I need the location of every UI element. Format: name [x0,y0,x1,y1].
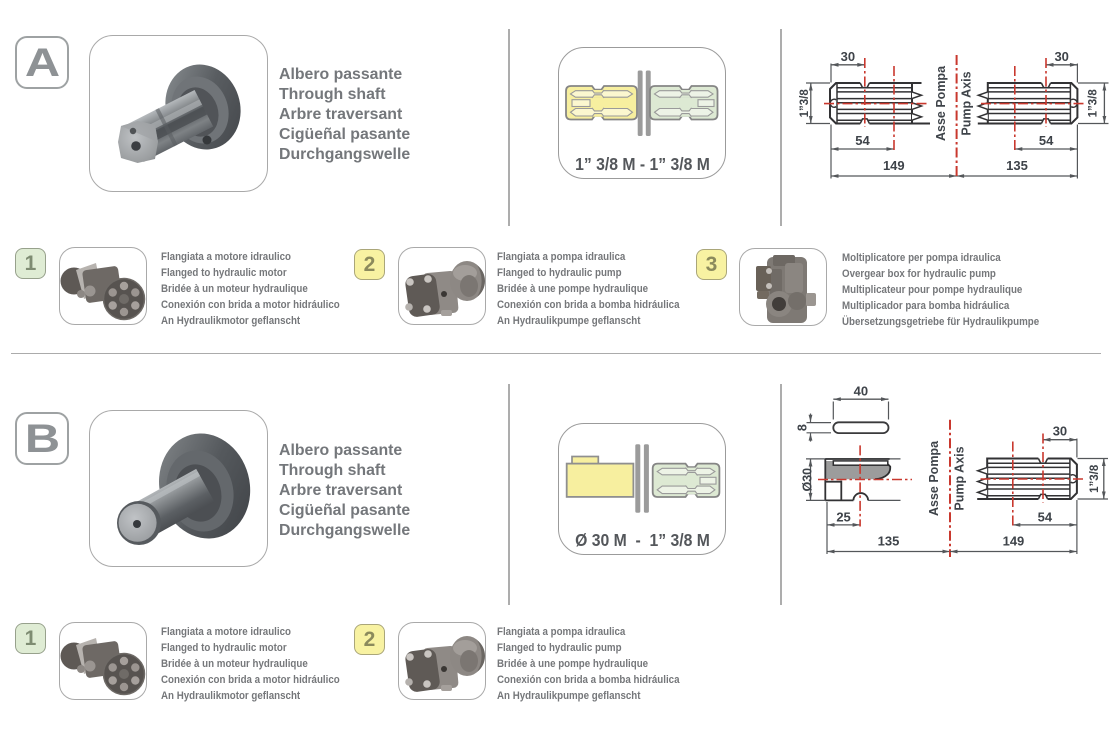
svg-text:40: 40 [854,384,868,399]
svg-text:8: 8 [796,424,810,431]
svg-text:1”3/8: 1”3/8 [1089,464,1101,493]
svg-text:1”3/8: 1”3/8 [799,89,811,118]
svg-text:149: 149 [1003,534,1025,549]
svg-text:Pump Axis: Pump Axis [953,446,967,510]
svg-text:149: 149 [883,158,905,173]
svg-text:135: 135 [1006,158,1028,173]
svg-text:25: 25 [836,509,850,524]
svg-text:Pump Axis: Pump Axis [960,71,974,135]
svg-text:Asse Pompa: Asse Pompa [934,65,948,141]
svg-text:54: 54 [1038,509,1053,524]
svg-text:54: 54 [855,133,870,148]
svg-text:30: 30 [841,49,855,64]
svg-text:Ø30: Ø30 [801,468,815,492]
svg-text:30: 30 [1054,49,1068,64]
svg-text:135: 135 [878,534,900,549]
svg-text:54: 54 [1039,133,1054,148]
svg-text:Asse Pompa: Asse Pompa [927,440,941,516]
svg-text:30: 30 [1053,424,1067,439]
svg-text:1”3/8: 1”3/8 [1088,89,1100,118]
